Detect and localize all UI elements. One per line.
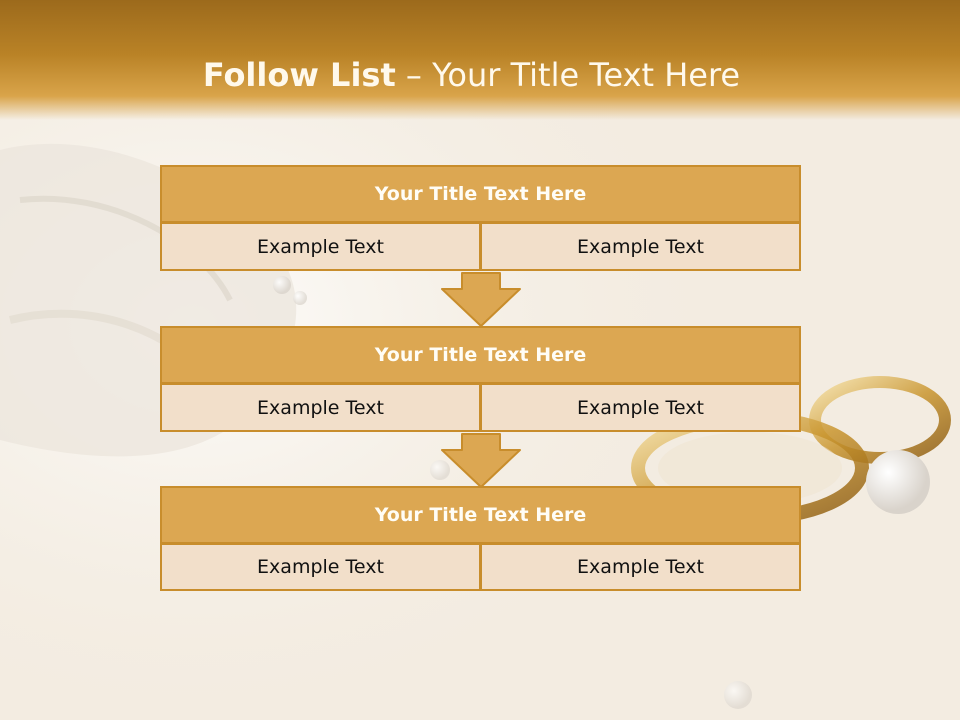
- slide-title: Follow List – Your Title Text Here: [0, 52, 943, 98]
- step-cell-left: Example Text: [160, 222, 481, 271]
- step-box-1: Your Title Text Here Example Text Exampl…: [160, 165, 801, 271]
- step-cell-right: Example Text: [480, 383, 801, 432]
- step-cell-left: Example Text: [160, 383, 481, 432]
- slide-title-rest: – Your Title Text Here: [395, 56, 741, 94]
- step-cell-right: Example Text: [480, 222, 801, 271]
- title-bar: [0, 0, 960, 120]
- step-title: Your Title Text Here: [160, 486, 801, 544]
- down-arrow-icon: [441, 433, 521, 488]
- step-title: Your Title Text Here: [160, 165, 801, 223]
- step-box-2: Your Title Text Here Example Text Exampl…: [160, 326, 801, 432]
- slide-title-bold: Follow List: [202, 56, 396, 94]
- down-arrow-icon: [441, 272, 521, 327]
- step-title: Your Title Text Here: [160, 326, 801, 384]
- step-box-3: Your Title Text Here Example Text Exampl…: [160, 486, 801, 592]
- step-cell-right: Example Text: [480, 543, 801, 591]
- step-cell-left: Example Text: [160, 543, 481, 591]
